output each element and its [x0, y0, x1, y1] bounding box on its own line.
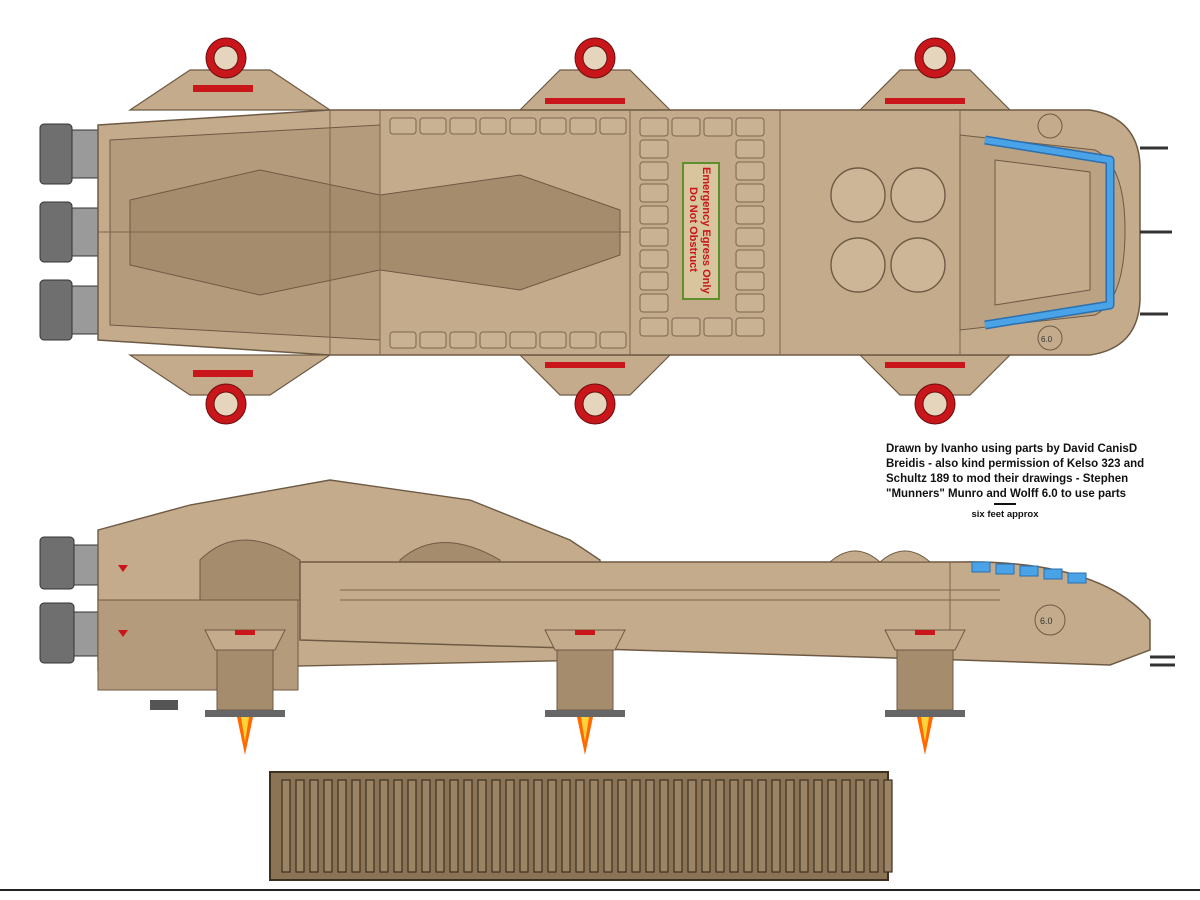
container-rib — [715, 779, 725, 873]
container-rib — [575, 779, 585, 873]
emergency-hatch: Emergency Egress Only Do Not Obstruct — [682, 162, 720, 300]
container-rib — [365, 779, 375, 873]
top-cockpit-marking: 6.0 — [1041, 335, 1053, 344]
container-rib — [379, 779, 389, 873]
container-rib — [855, 779, 865, 873]
container-rib — [841, 779, 851, 873]
scale-bar — [994, 503, 1016, 505]
hatch-text-line1: Emergency Egress Only — [700, 167, 712, 294]
container-rib — [659, 779, 669, 873]
container-rib — [603, 779, 613, 873]
top-engines — [39, 123, 99, 341]
container-rib — [533, 779, 543, 873]
container-rib — [561, 779, 571, 873]
hatch-text-line2: Do Not Obstruct — [687, 187, 699, 272]
scale-label: six feet approx — [971, 509, 1039, 520]
container-rib — [309, 779, 319, 873]
container-rib — [463, 779, 473, 873]
container-rib — [673, 779, 683, 873]
container-rib — [869, 779, 879, 873]
container-rib — [687, 779, 697, 873]
side-cockpit-marking: 6.0 — [1040, 616, 1053, 626]
container-rib — [505, 779, 515, 873]
container-rib — [407, 779, 417, 873]
container-rib — [701, 779, 711, 873]
container-rib — [617, 779, 627, 873]
container-rib — [757, 779, 767, 873]
side-view: 6.0 — [39, 479, 1175, 755]
container-rib — [351, 779, 361, 873]
scale-indicator: six feet approx — [960, 503, 1050, 520]
bottom-divider — [0, 889, 1200, 891]
container-rib — [589, 779, 599, 873]
container-rib — [547, 779, 557, 873]
container-rib — [519, 779, 529, 873]
container-rib — [435, 779, 445, 873]
credits-line-4: "Munners" Munro and Wolff 6.0 to use par… — [886, 488, 1127, 500]
container-rib — [295, 779, 305, 873]
container-rib — [799, 779, 809, 873]
container-rib — [323, 779, 333, 873]
container-rib — [743, 779, 753, 873]
container-rib — [491, 779, 501, 873]
top-guns — [1140, 146, 1172, 316]
top-cockpit: 6.0 — [959, 113, 1126, 351]
container-rib — [421, 779, 431, 873]
side-windows — [971, 561, 1087, 584]
side-engines — [39, 536, 99, 664]
top-fuel-tanks — [830, 167, 946, 293]
container-rib — [281, 779, 291, 873]
container-rib — [393, 779, 403, 873]
cargo-container — [269, 771, 893, 881]
container-rib — [337, 779, 347, 873]
container-rib — [631, 779, 641, 873]
credits-line-1: Drawn by Ivanho using parts by David Can… — [886, 443, 1138, 455]
credits-line-3: Schultz 189 to mod their drawings - Step… — [886, 473, 1129, 485]
top-landing-gear — [205, 37, 956, 425]
container-rib — [883, 779, 893, 873]
side-landing-legs — [204, 629, 966, 755]
container-rib — [645, 779, 655, 873]
container-rib — [785, 779, 795, 873]
credits-line-2: Breidis - also kind permission of Kelso … — [886, 458, 1145, 470]
container-rib — [477, 779, 487, 873]
container-rib — [729, 779, 739, 873]
container-rib — [827, 779, 837, 873]
credits-text: Drawn by Ivanho using parts by David Can… — [886, 442, 1156, 502]
container-rib — [449, 779, 459, 873]
container-rib — [813, 779, 823, 873]
top-view: Emergency Egress Only Do Not Obstruct 6.… — [39, 37, 1172, 425]
container-rib — [771, 779, 781, 873]
